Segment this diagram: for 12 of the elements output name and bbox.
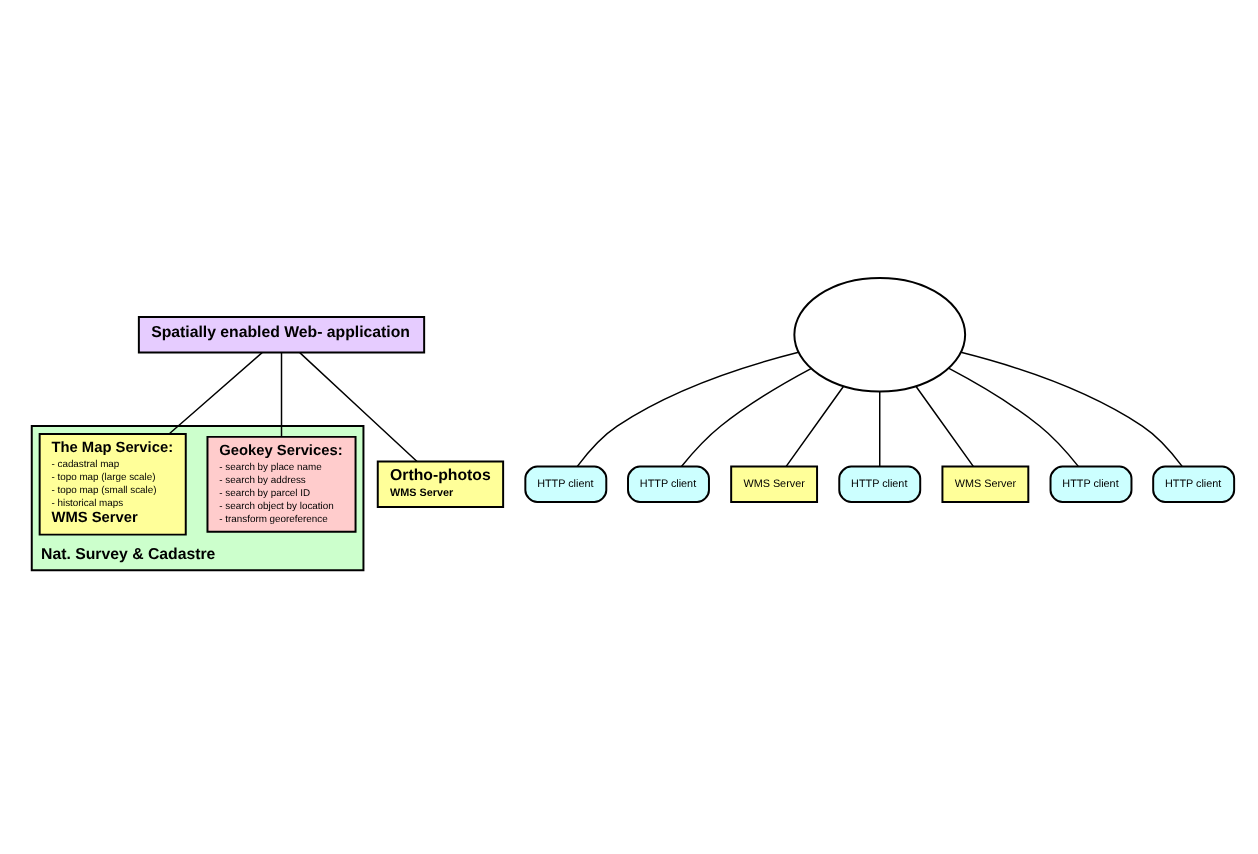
connector [960, 350, 1183, 467]
connector [299, 350, 418, 462]
connector [785, 384, 845, 467]
connector [680, 366, 812, 467]
connector [879, 389, 881, 466]
node-box: Spatially enabled Web- application [137, 314, 426, 353]
node-cloud [793, 275, 967, 392]
connector [168, 350, 263, 434]
connector [576, 350, 800, 467]
connector [915, 384, 975, 467]
connector [280, 350, 283, 437]
connector [948, 366, 1080, 467]
